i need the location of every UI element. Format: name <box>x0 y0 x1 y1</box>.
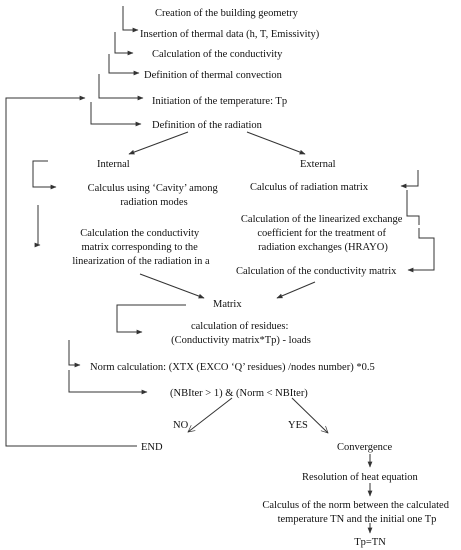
node-residues: calculation of residues: (Conductivity m… <box>171 321 311 346</box>
node-residues-line-2: (Conductivity matrix*Tp) - loads <box>171 335 311 346</box>
node-cond-matrix-lin-line-3: linearization of the radiation in a <box>72 256 210 267</box>
arrow-radiation-external <box>246 131 306 155</box>
node-end: END <box>141 442 163 453</box>
connector-internal-cavity <box>32 160 57 190</box>
connector-cavity-condmatrix <box>34 205 41 248</box>
node-norm-between-line-2: temperature TN and the initial one Tp <box>278 514 437 525</box>
arrow-rad-matrix-back <box>400 170 419 189</box>
node-hrayo-line-1: Calculation of the linearized exchange <box>241 214 403 225</box>
arrow-condext-matrix <box>276 281 316 299</box>
node-insertion: Insertion of thermal data (h, T, Emissiv… <box>140 29 320 40</box>
node-cavity-line-1: Calculus using ‘Cavity’ among <box>88 183 219 194</box>
node-residues-line-1: calculation of residues: <box>191 321 288 332</box>
connector-residues-norm <box>68 340 81 368</box>
node-condition: (NBIter > 1) & (Norm < NBIter) <box>170 388 308 399</box>
node-radiation: Definition of the radiation <box>152 120 263 131</box>
node-convection: Definition of thermal convection <box>144 70 283 81</box>
connector-radmatrix-hrayo <box>406 190 420 225</box>
node-cond-matrix-lin-line-2: matrix corresponding to the <box>82 242 199 253</box>
node-creation: Creation of the building geometry <box>155 8 299 19</box>
loop-back-line <box>5 95 137 447</box>
connector-matrix-residues <box>116 304 186 335</box>
connector-hrayo-condext <box>407 228 435 273</box>
connector-convection-temperature <box>98 74 144 101</box>
node-cond-matrix-ext: Calculation of the conductivity matrix <box>236 266 397 277</box>
node-temperature: Initiation of the temperature: Tp <box>152 96 287 107</box>
node-heat-eq: Resolution of heat equation <box>302 472 419 483</box>
node-hrayo-line-3: radiation exchanges (HRAYO) <box>258 242 388 253</box>
node-convergence: Convergence <box>337 442 393 453</box>
node-matrix: Matrix <box>213 299 242 310</box>
node-internal: Internal <box>97 159 130 170</box>
connector-conductivity-convection <box>108 54 140 76</box>
arrow-yes <box>291 397 328 433</box>
node-norm-between-line-1: Calculus of the norm between the calcula… <box>262 500 449 511</box>
top-connectors <box>90 6 144 127</box>
label-yes: YES <box>288 420 308 431</box>
connector-creation-insertion <box>122 6 139 33</box>
node-conductivity: Calculation of the conductivity <box>152 49 283 60</box>
arrow-no <box>188 397 233 432</box>
node-cond-matrix-lin: Calculation the conductivity matrix corr… <box>72 228 210 267</box>
node-cavity-line-2: radiation modes <box>120 197 187 208</box>
node-hrayo: Calculation of the linearized exchange c… <box>241 214 405 253</box>
arrow-radiation-internal <box>128 131 189 155</box>
connector-insertion-conductivity <box>114 32 134 56</box>
node-rad-matrix: Calculus of radiation matrix <box>250 182 369 193</box>
connector-norm-condition <box>68 370 148 395</box>
node-norm-between: Calculus of the norm between the calcula… <box>262 500 451 525</box>
node-cavity: Calculus using ‘Cavity’ among radiation … <box>88 183 221 208</box>
node-hrayo-line-2: coefficient for the treatment of <box>257 228 386 239</box>
node-norm: Norm calculation: (XTX (EXCO ‘Q’ residue… <box>90 362 375 373</box>
node-external: External <box>300 159 336 170</box>
arrow-condmatrix-matrix <box>139 273 205 299</box>
node-final: Tp=TN <box>354 537 386 548</box>
node-cond-matrix-lin-line-1: Calculation the conductivity <box>80 228 200 239</box>
connector-temperature-radiation <box>90 102 142 127</box>
label-no: NO <box>173 420 189 431</box>
